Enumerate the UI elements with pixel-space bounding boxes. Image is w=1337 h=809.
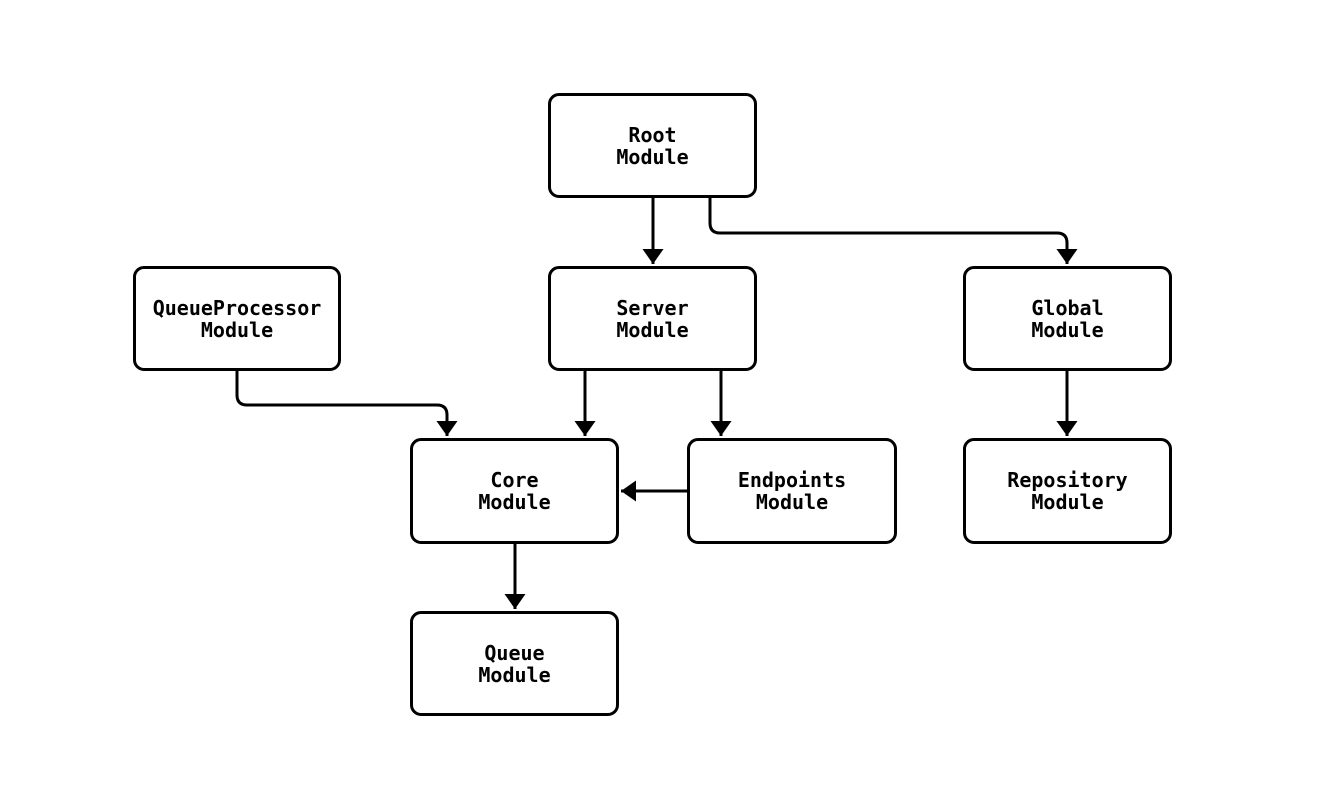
node-global-module: Global Module	[963, 266, 1172, 371]
node-core-module: Core Module	[410, 438, 619, 544]
node-root-module: Root Module	[548, 93, 757, 198]
node-repository-module: Repository Module	[963, 438, 1172, 544]
node-queueprocessor-module-label: QueueProcessor Module	[152, 295, 322, 342]
node-queueprocessor-module: QueueProcessor Module	[133, 266, 341, 371]
node-server-module-label: Server Module	[616, 295, 689, 342]
node-global-module-label: Global Module	[1031, 295, 1104, 342]
node-endpoints-module-label: Endpoints Module	[737, 468, 847, 514]
node-endpoints-module: Endpoints Module	[687, 438, 897, 544]
node-queue-module-label: Queue Module	[478, 640, 551, 687]
node-queue-module: Queue Module	[410, 611, 619, 716]
node-core-module-label: Core Module	[478, 468, 551, 514]
node-server-module: Server Module	[548, 266, 757, 371]
edge-root-to-global	[708, 198, 1078, 264]
node-repository-module-label: Repository Module	[1007, 468, 1128, 514]
node-root-module-label: Root Module	[616, 122, 689, 169]
edge-queueprocessor-to-core	[235, 371, 458, 436]
